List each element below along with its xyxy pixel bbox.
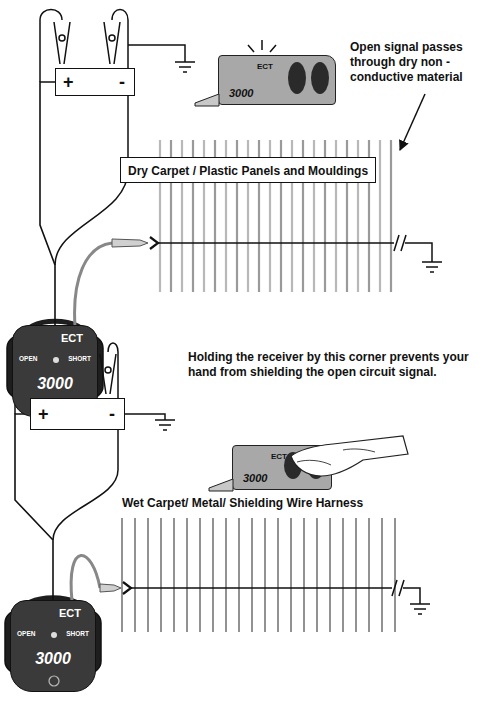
arrow-tip	[123, 582, 131, 594]
indicator-label: SHORT	[68, 356, 91, 363]
panel-strip	[199, 518, 201, 632]
model-number: 3000	[13, 376, 97, 392]
hand-detail	[297, 449, 375, 465]
panel-strip	[225, 518, 227, 632]
ground-symbol	[175, 62, 195, 72]
panel-strip	[355, 518, 357, 632]
model-name: ECT	[257, 63, 273, 71]
receiver-nose	[195, 94, 219, 106]
probe-lead	[75, 243, 112, 326]
callout-note: Open signal passes through dry non -cond…	[350, 40, 490, 85]
clamp	[54, 22, 120, 64]
panel-strip	[251, 518, 253, 632]
break-symbol	[394, 235, 406, 251]
panel-strip	[147, 518, 149, 632]
panel-strip	[238, 518, 240, 632]
ground-symbol	[155, 420, 175, 430]
indicator-label: SHORT	[66, 631, 89, 638]
receiver-button	[288, 62, 306, 94]
model-number: 3000	[243, 473, 267, 484]
harness-wire	[131, 588, 420, 604]
receiver-nose	[209, 479, 233, 491]
panel-strip	[342, 518, 344, 632]
panel-strip	[368, 518, 370, 632]
terminal-sign: -	[109, 405, 115, 423]
cable	[40, 82, 55, 325]
terminal-sign: +	[63, 73, 74, 91]
panel-strip	[329, 518, 331, 632]
clamp-pivot	[59, 35, 65, 41]
panel-strip	[277, 518, 279, 632]
model-name: ECT	[271, 453, 287, 461]
terminal-sign: +	[38, 405, 49, 423]
panel-strip	[173, 518, 175, 632]
clamp-pivot	[109, 35, 115, 41]
indicator-led	[53, 357, 59, 363]
panel-strip	[394, 518, 396, 632]
battery-box: +-	[55, 68, 135, 96]
harness-wire	[158, 243, 432, 262]
probe-lead	[71, 555, 100, 601]
material-label: Dry Carpet / Plastic Panels and Moulding…	[128, 164, 368, 178]
panel-strip	[212, 518, 214, 632]
receiver-button	[311, 62, 329, 94]
panel-grid	[122, 518, 395, 632]
probe	[100, 584, 121, 592]
device-detail	[11, 601, 97, 693]
model-number: 3000	[11, 651, 95, 667]
ground-symbol	[410, 604, 430, 614]
transmitter-unit: ECT OPEN SHORT 3000	[10, 600, 96, 692]
cable	[15, 414, 53, 600]
panel-strip	[379, 140, 381, 292]
ground-symbol	[422, 262, 442, 272]
model-name: ECT	[59, 608, 81, 619]
hand	[291, 436, 408, 476]
break-symbol	[392, 580, 404, 596]
panel-strip	[160, 518, 162, 632]
panel-strip	[303, 518, 305, 632]
ground-wire	[125, 414, 165, 420]
panel-strip	[290, 518, 292, 632]
panel-strip	[134, 518, 136, 632]
speaker	[49, 676, 59, 686]
model-number: 3000	[229, 88, 253, 99]
probe	[112, 239, 148, 247]
callout-note: Holding the receiver by this corner prev…	[188, 350, 488, 380]
receiver-unit: ECT 3000	[218, 55, 336, 105]
receiver-unit: ECT 3000	[232, 445, 332, 490]
clamp-wire	[55, 10, 128, 266]
panel-strip	[186, 518, 188, 632]
indicator-label: OPEN	[19, 356, 37, 363]
panel-strip	[390, 140, 392, 292]
panel-strip	[381, 518, 383, 632]
indicator-led	[51, 632, 57, 638]
terminal-sign: -	[119, 73, 125, 91]
panel-strip	[316, 518, 318, 632]
material-label-box: Dry Carpet / Plastic Panels and Moulding…	[120, 157, 376, 183]
material-label: Wet Carpet/ Metal/ Shielding Wire Harnes…	[122, 496, 422, 511]
model-name: ECT	[61, 333, 83, 344]
callout-arrow	[400, 94, 425, 150]
battery-box: +-	[30, 398, 125, 430]
indicator-label: OPEN	[17, 631, 35, 638]
panel-strip	[264, 518, 266, 632]
panel-strip	[121, 518, 123, 632]
ground-wire	[128, 45, 185, 62]
clamp-pivot	[105, 367, 111, 373]
arrow-tip	[150, 237, 158, 249]
